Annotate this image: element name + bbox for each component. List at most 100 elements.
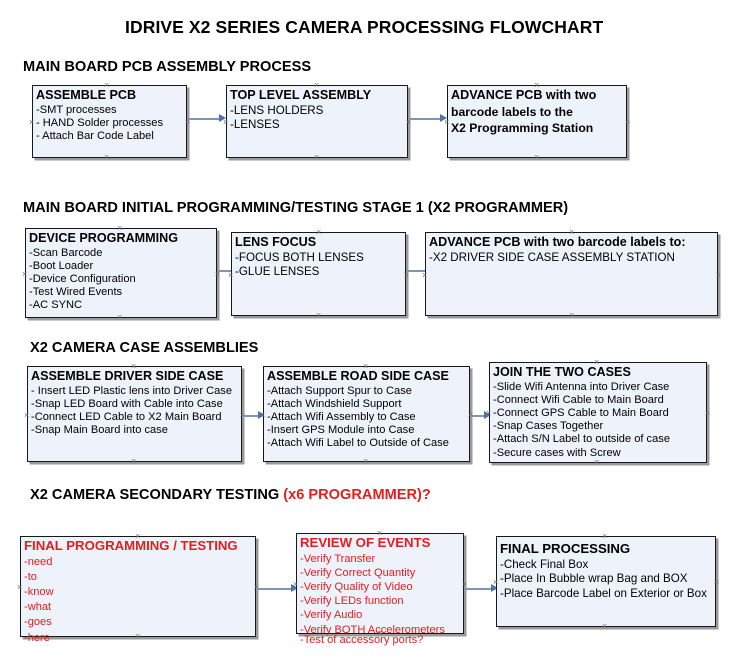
anchor-right-icon: × [214, 269, 220, 279]
anchor-bottom-icon: × [131, 456, 137, 466]
anchor-right-icon: × [403, 270, 409, 280]
box-item: -Verify BOTH Accelerometers [300, 623, 445, 636]
box-top-level-assembly[interactable]: TOP LEVEL ASSEMBLY -LENS HOLDERS -LENSES… [223, 81, 411, 162]
section-heading-x2-camera-secondary-testing: X2 CAMERA SECONDARY TESTING (x6 PROGRAMM… [30, 487, 431, 503]
box-advance-pcb-driver-side-case[interactable]: ADVANCE PCB with two barcode labels to: … [422, 228, 721, 320]
box-item: -AC SYNC [29, 299, 83, 312]
box-item: - Insert LED Plastic lens into Driver Ca… [31, 384, 232, 397]
connector-line [409, 118, 442, 120]
anchor-right-icon: × [253, 582, 259, 592]
connector-driver-case-to-road-case [243, 411, 265, 420]
box-item: -LENS HOLDERS [230, 103, 324, 117]
box-item: -Slide Wifi Antenna into Driver Case [493, 380, 670, 393]
anchor-left-icon: × [486, 408, 492, 418]
anchor-right-icon: × [405, 117, 411, 127]
anchor-left-icon: × [444, 117, 450, 127]
anchor-bottom-icon: × [135, 631, 141, 641]
arrowhead-icon [258, 411, 265, 419]
connector-line [188, 118, 221, 120]
box-header: JOIN THE TWO CASES [493, 365, 631, 379]
box-assemble-pcb[interactable]: ASSEMBLE PCB -SMT processes - HAND Solde… [29, 81, 190, 162]
box-header: ADVANCE PCB with two barcode labels to: [429, 235, 686, 249]
anchor-left-icon: × [17, 582, 23, 592]
box-review-of-events[interactable]: REVIEW OF EVENTS -Verify Transfer -Verif… [293, 529, 467, 647]
section-heading-text: X2 CAMERA SECONDARY TESTING [30, 487, 284, 503]
section-heading-text: X2 CAMERA CASE ASSEMBLIES [30, 340, 259, 356]
arrowhead-icon [484, 411, 491, 419]
box-item: -Connect LED Cable to X2 Main Board [31, 410, 222, 423]
anchor-top-icon: × [602, 531, 608, 541]
connector-line [465, 588, 493, 590]
box-item: -Test Wired Events [29, 286, 123, 299]
connector-line [471, 415, 486, 417]
anchor-top-icon: × [314, 80, 320, 90]
connector-line [407, 270, 436, 272]
anchor-bottom-icon: × [104, 152, 110, 162]
box-item: -FOCUS BOTH LENSES [235, 250, 364, 264]
anchor-right-icon: × [184, 117, 190, 127]
box-advance-pcb-programming-station[interactable]: ADVANCE PCB with two barcode labels to t… [444, 81, 630, 162]
anchor-left-icon: × [493, 577, 499, 587]
anchor-left-icon: × [260, 410, 266, 420]
box-item: -Check Final Box [500, 557, 589, 571]
anchor-left-icon: × [228, 270, 234, 280]
box-assemble-road-side-case[interactable]: ASSEMBLE ROAD SIDE CASE -Attach Support … [260, 362, 473, 466]
box-item: -Attach Wifi Label to Outside of Case [267, 437, 449, 450]
box-item: -to [24, 570, 37, 583]
anchor-right-icon: × [715, 270, 721, 280]
anchor-left-icon: × [29, 117, 35, 127]
anchor-top-icon: × [363, 361, 369, 371]
anchor-top-icon: × [117, 223, 123, 233]
box-assemble-driver-side-case[interactable]: ASSEMBLE DRIVER SIDE CASE - Insert LED P… [24, 362, 245, 466]
box-item: -Snap Cases Together [493, 420, 604, 433]
connector-assemble-pcb-to-top-level-assembly [188, 114, 226, 123]
anchor-bottom-icon: × [117, 312, 123, 322]
arrowhead-icon [491, 584, 498, 592]
connector-line [257, 588, 293, 590]
anchor-right-icon: × [713, 577, 719, 587]
box-item: -Scan Barcode [29, 246, 103, 259]
box-final-programming-testing[interactable]: FINAL PROGRAMMING / TESTING -need -to -k… [17, 532, 259, 644]
box-lens-focus[interactable]: LENS FOCUS -FOCUS BOTH LENSES -GLUE LENS… [228, 228, 409, 320]
connector-review-of-events-to-final-processing [465, 584, 498, 593]
section-heading-text: MAIN BOARD PCB ASSEMBLY PROCESS [23, 59, 312, 75]
box-item: -Boot Loader [29, 259, 94, 272]
anchor-top-icon: × [534, 80, 540, 90]
section-heading-main-board-pcb-assembly: MAIN BOARD PCB ASSEMBLY PROCESS [23, 59, 311, 75]
box-header: ASSEMBLE ROAD SIDE CASE [267, 369, 449, 383]
anchor-left-icon: × [422, 270, 428, 280]
box-header: FINAL PROGRAMMING / TESTING [24, 538, 238, 553]
box-item: -what [24, 601, 52, 614]
connector-final-programming-to-review-of-events [257, 584, 298, 593]
box-header: ASSEMBLE PCB [36, 88, 137, 102]
box-header: ADVANCE PCB with two [451, 88, 597, 102]
anchor-top-icon: × [377, 528, 383, 538]
anchor-bottom-icon: × [314, 152, 320, 162]
box-item: -Secure cases with Screw [493, 446, 621, 459]
box-device-programming[interactable]: DEVICE PROGRAMMING -Scan Barcode -Boot L… [22, 224, 220, 322]
box-item: -SMT processes [36, 103, 117, 116]
box-item: -here [24, 631, 50, 644]
arrowhead-icon [291, 584, 298, 592]
box-header: TOP LEVEL ASSEMBLY [230, 88, 372, 102]
anchor-right-icon: × [624, 117, 630, 127]
box-item: -GLUE LENSES [235, 264, 320, 278]
anchor-bottom-icon: × [534, 152, 540, 162]
box-item: -Place In Bubble wrap Bag and BOX [500, 572, 688, 586]
box-final-processing[interactable]: FINAL PROCESSING -Check Final Box -Place… [493, 532, 719, 631]
box-join-the-two-cases[interactable]: JOIN THE TWO CASES -Slide Wifi Antenna i… [486, 358, 710, 467]
connector-line [243, 415, 260, 417]
connector-top-level-assembly-to-advance-pcb [409, 114, 447, 123]
anchor-top-icon: × [104, 80, 110, 90]
box-item: -Attach Windshield Support [267, 397, 402, 410]
box-item: -Verify Quality of Video [300, 580, 413, 593]
anchor-right-icon: × [468, 411, 473, 420]
anchor-right-icon: × [461, 579, 467, 589]
section-heading-text: MAIN BOARD INITIAL PROGRAMMING/TESTING S… [23, 200, 569, 216]
box-item: -know [24, 585, 54, 598]
box-item: -Snap Main Board into case [31, 424, 168, 437]
section-heading-red-note: (x6 PROGRAMMER)? [283, 487, 431, 503]
box-item: -Snap LED Board with Cable into Case [31, 397, 223, 410]
anchor-bottom-icon: × [602, 621, 608, 631]
